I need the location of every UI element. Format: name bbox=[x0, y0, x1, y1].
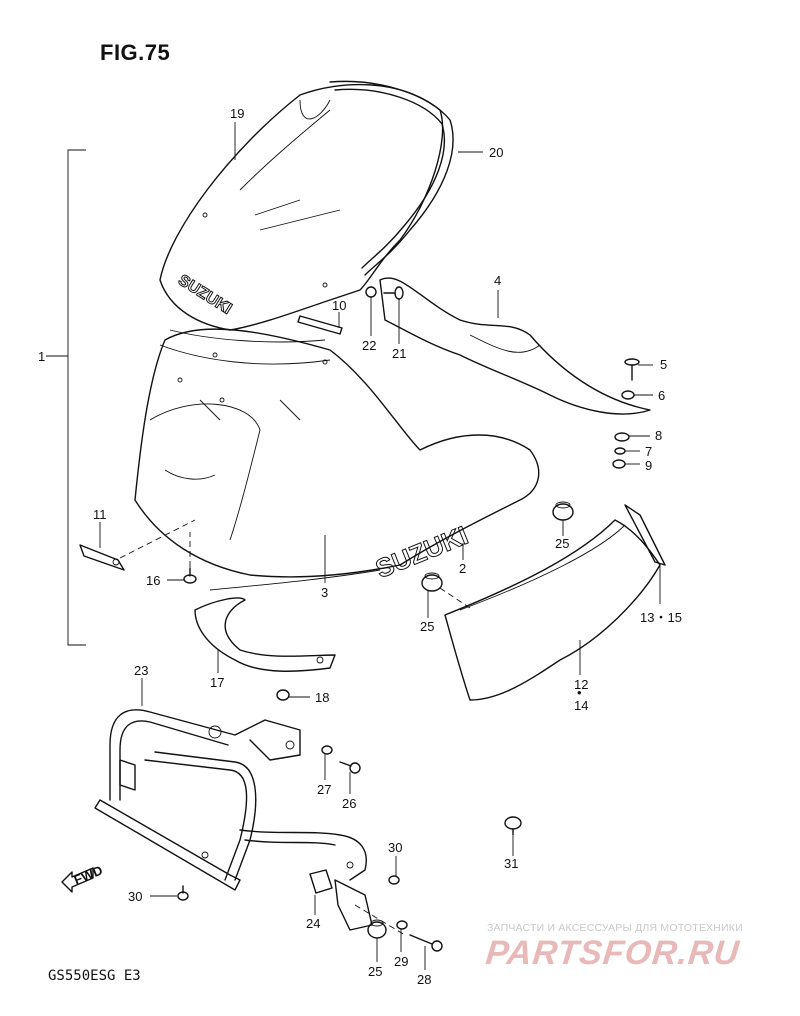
callout-12: 12 bbox=[574, 677, 588, 692]
rubber-grommet-25-c[interactable] bbox=[367, 919, 387, 939]
callout-20: 20 bbox=[489, 145, 503, 160]
callout-25-lower: 25 bbox=[368, 964, 382, 979]
washer-8[interactable] bbox=[614, 432, 630, 442]
callout-17: 17 bbox=[210, 675, 224, 690]
washer-29[interactable] bbox=[396, 920, 408, 930]
washer-6[interactable] bbox=[621, 390, 635, 400]
callout-6: 6 bbox=[658, 388, 665, 403]
bolt-26[interactable] bbox=[339, 761, 361, 774]
callout-16: 16 bbox=[146, 573, 160, 588]
callout-9: 9 bbox=[645, 458, 652, 473]
callout-27: 27 bbox=[317, 782, 331, 797]
cowl-logo: SUZUKI bbox=[371, 520, 472, 584]
figure-title: FIG.75 bbox=[100, 40, 171, 65]
bolt-28[interactable] bbox=[409, 934, 443, 952]
washer-27[interactable] bbox=[321, 745, 333, 755]
fwd-label: FWD bbox=[72, 862, 105, 887]
clip-16[interactable] bbox=[183, 567, 197, 584]
callout-22: 22 bbox=[362, 338, 376, 353]
front-cowl-3[interactable]: SUZUKI bbox=[134, 328, 540, 591]
callout-5: 5 bbox=[660, 357, 667, 372]
callout-19: 19 bbox=[230, 106, 244, 121]
assembly-bracket-1 bbox=[46, 149, 86, 646]
clip-30-b[interactable] bbox=[177, 885, 189, 901]
callout-7: 7 bbox=[645, 444, 652, 459]
callout-28: 28 bbox=[417, 972, 431, 987]
callout-30-left: 30 bbox=[128, 889, 142, 904]
nut-22[interactable] bbox=[365, 286, 377, 298]
watermark-tagline: ЗАПЧАСТИ И АКСЕССУАРЫ ДЛЯ МОТОТЕХНИКИ bbox=[487, 922, 743, 934]
watermark-logo: PARTSFOR.RU bbox=[484, 934, 742, 972]
windscreen-trim-20[interactable] bbox=[329, 80, 454, 276]
screw-5[interactable] bbox=[624, 358, 640, 381]
washer-7[interactable] bbox=[614, 447, 626, 455]
callout-12-dot: • bbox=[577, 685, 582, 700]
side-bracket-plate[interactable] bbox=[334, 879, 373, 931]
inner-panel-4[interactable] bbox=[379, 277, 651, 415]
callout-labels: 19 20 4 5 6 8 7 9 10 22 21 1 11 16 3 2 2… bbox=[38, 106, 682, 987]
callout-8: 8 bbox=[655, 428, 662, 443]
rubber-grommet-25-a[interactable] bbox=[552, 501, 574, 521]
dashed-assembly-lines bbox=[119, 519, 471, 936]
cap-31[interactable] bbox=[504, 816, 522, 836]
callout-25-middle: 25 bbox=[420, 619, 434, 634]
callout-18: 18 bbox=[315, 690, 329, 705]
callout-2: 2 bbox=[459, 561, 466, 576]
callout-4: 4 bbox=[494, 273, 501, 288]
screw-21[interactable] bbox=[383, 286, 404, 300]
callout-29: 29 bbox=[394, 954, 408, 969]
callout-26: 26 bbox=[342, 796, 356, 811]
callout-1: 1 bbox=[38, 349, 45, 364]
callout-14: 14 bbox=[574, 698, 588, 713]
leader-lines bbox=[99, 122, 661, 970]
clip-30-a[interactable] bbox=[388, 875, 400, 885]
callout-24: 24 bbox=[306, 916, 320, 931]
callout-25-upper: 25 bbox=[555, 536, 569, 551]
windscreen-logo: SUZUKI bbox=[175, 272, 235, 318]
bracket-17[interactable] bbox=[194, 597, 336, 672]
callout-30-right: 30 bbox=[388, 840, 402, 855]
trim-strip-13-15[interactable] bbox=[624, 504, 666, 566]
callout-31: 31 bbox=[504, 856, 518, 871]
cowl-stay-frame-23[interactable] bbox=[94, 709, 367, 891]
callout-23: 23 bbox=[134, 663, 148, 678]
callout-21: 21 bbox=[392, 346, 406, 361]
callout-3: 3 bbox=[321, 585, 328, 600]
nut-9[interactable] bbox=[612, 459, 626, 469]
lower-side-panel-12[interactable] bbox=[444, 519, 661, 701]
spacer-24[interactable] bbox=[309, 869, 333, 894]
forward-arrow-icon: FWD bbox=[61, 862, 105, 893]
callout-10: 10 bbox=[332, 298, 346, 313]
bracket-10[interactable] bbox=[297, 315, 343, 335]
bracket-11[interactable] bbox=[79, 544, 125, 571]
nut-18[interactable] bbox=[276, 689, 290, 701]
model-code: GS550ESG E3 bbox=[48, 968, 141, 984]
callout-13-15: 13・15 bbox=[640, 610, 682, 625]
rubber-grommet-25-b[interactable] bbox=[421, 572, 443, 592]
windscreen-19[interactable]: SUZUKI bbox=[159, 83, 444, 331]
callout-11: 11 bbox=[93, 507, 107, 522]
